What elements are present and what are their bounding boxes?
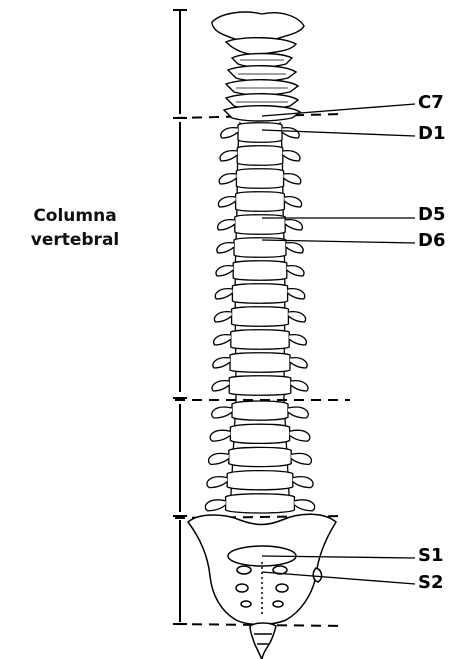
left-process <box>215 289 232 299</box>
label-d1: D1 <box>418 123 445 144</box>
right-process <box>285 220 302 230</box>
right-process <box>288 312 305 322</box>
thoracic-vertebra <box>230 353 290 373</box>
left-process <box>216 266 233 276</box>
thoracic-vertebra <box>231 330 289 350</box>
left-process <box>214 335 231 345</box>
right-process <box>282 128 299 138</box>
thoracic-vertebra <box>237 146 283 166</box>
left-process <box>212 407 232 418</box>
lumbar-vertebra <box>232 401 288 420</box>
left-process <box>209 453 229 464</box>
lumbar-vertebra <box>227 471 293 490</box>
label-s1: S1 <box>418 545 444 566</box>
right-process <box>284 197 301 207</box>
thoracic-vertebra <box>232 284 287 304</box>
left-process <box>214 312 231 322</box>
vertebra-blocks <box>205 123 314 513</box>
left-process <box>205 500 225 511</box>
coccyx <box>250 623 276 659</box>
label-s2: S2 <box>418 572 444 593</box>
right-process <box>293 477 313 488</box>
left-process <box>218 197 235 207</box>
right-process <box>288 407 308 418</box>
thoracic-vertebra <box>233 261 287 281</box>
thoracic-vertebra <box>232 307 289 327</box>
left-process <box>210 430 230 441</box>
region-bracket <box>173 10 187 624</box>
label-d6: D6 <box>418 230 445 251</box>
left-process <box>218 220 235 230</box>
right-process <box>284 174 301 184</box>
right-process <box>287 266 304 276</box>
right-process <box>283 151 300 161</box>
left-process <box>207 477 227 488</box>
right-process <box>291 381 308 391</box>
left-process <box>219 174 236 184</box>
right-process <box>290 358 307 368</box>
cervical-vertebrae <box>212 12 304 121</box>
left-process <box>212 381 229 391</box>
label-d5: D5 <box>418 204 445 225</box>
right-process <box>286 243 303 253</box>
right-process <box>289 335 306 345</box>
thoracic-vertebra <box>238 123 282 143</box>
right-process <box>288 289 305 299</box>
left-process <box>220 151 237 161</box>
thoracic-vertebra <box>229 376 291 396</box>
lumbar-vertebra <box>229 447 291 466</box>
sacrum <box>188 514 336 624</box>
right-process <box>291 453 311 464</box>
lumbar-vertebra <box>230 424 289 443</box>
right-process <box>294 500 314 511</box>
left-process <box>221 128 238 138</box>
lumbar-vertebra <box>226 494 295 513</box>
left-process <box>213 358 230 368</box>
right-process <box>290 430 310 441</box>
thoracic-vertebra <box>236 192 285 212</box>
thoracic-vertebra <box>236 169 283 189</box>
left-process <box>217 243 234 253</box>
label-c7: C7 <box>418 92 444 113</box>
